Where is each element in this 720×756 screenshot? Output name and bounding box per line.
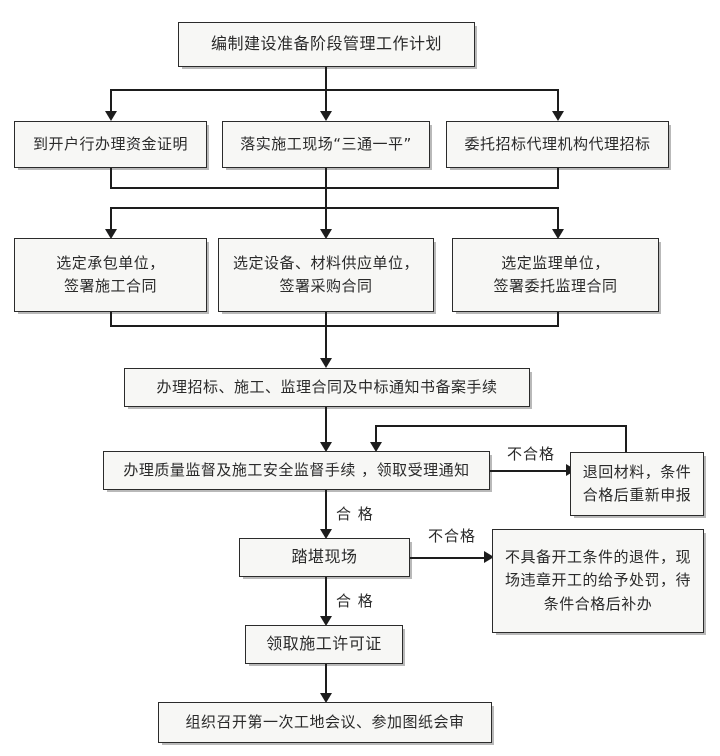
node-supplier-label-line1: 选定设备、材料供应单位，: [232, 253, 419, 272]
arrowhead-to-penalty: [484, 551, 494, 563]
arrowhead-to-permit: [320, 616, 332, 626]
arrowhead-to-supplier: [320, 229, 332, 239]
edge-label-pass-survey: 合 格: [336, 592, 374, 610]
edge-agent-down: [557, 168, 559, 188]
node-site-label: 落实施工现场“三通一平”: [240, 134, 412, 153]
node-filing[interactable]: 办理招标、施工、监理合同及中标通知书备案手续: [124, 368, 530, 407]
node-contractor-label-line1: 选定承包单位，: [56, 253, 165, 272]
node-supplier-label-line2: 签署采购合同: [279, 277, 373, 295]
edge-to-supervisor: [557, 207, 559, 233]
node-agent[interactable]: 委托招标代理机构代理招标: [446, 121, 669, 168]
node-permit-label: 领取施工许可证: [266, 634, 382, 654]
edge-label-fail-survey: 不合格: [428, 527, 477, 545]
node-penalty-label-line3: 条件合格后补办: [543, 594, 653, 613]
node-fund-label: 到开户行办理资金证明: [32, 134, 188, 153]
edge-quality-to-reject: [490, 470, 570, 472]
node-plan[interactable]: 编制建设准备阶段管理工作计划: [178, 22, 475, 67]
node-reject-label-line2: 合格后重新申报: [582, 486, 692, 504]
arrowhead-to-quality: [320, 442, 332, 452]
edge-permit-to-meeting: [325, 664, 327, 696]
edge-supervisor-down: [557, 312, 559, 326]
arrowhead-to-meeting: [320, 693, 332, 703]
node-meeting[interactable]: 组织召开第一次工地会议、参加图纸会审: [158, 702, 492, 743]
node-supplier[interactable]: 选定设备、材料供应单位， 签署采购合同: [218, 238, 434, 312]
edge-quality-to-survey: [325, 490, 327, 532]
node-filing-label: 办理招标、施工、监理合同及中标通知书备案手续: [156, 377, 498, 396]
node-contractor-label-line2: 签署施工合同: [63, 277, 157, 295]
edge-label-fail-quality: 不合格: [507, 445, 556, 463]
node-agent-label: 委托招标代理机构代理招标: [464, 134, 651, 153]
edge-merge-bar-row2: [110, 187, 559, 189]
edge-filing-to-quality: [325, 407, 327, 445]
edge-merge-to-filing: [325, 312, 327, 361]
edge-plan-down: [325, 67, 327, 90]
arrowhead-reject-into-quality: [370, 442, 382, 452]
node-survey[interactable]: 踏堪现场: [239, 538, 410, 577]
arrowhead-to-filing: [320, 358, 332, 368]
node-supervisor-label-line1: 选定监理单位，: [501, 253, 610, 272]
node-supervisor[interactable]: 选定监理单位， 签署委托监理合同: [452, 238, 659, 312]
edge-split-bar-row2: [110, 89, 558, 91]
edge-to-site: [325, 89, 327, 115]
edge-label-pass-quality: 合 格: [336, 505, 374, 523]
edge-reject-into-quality: [375, 425, 377, 445]
node-permit[interactable]: 领取施工许可证: [245, 625, 403, 664]
node-quality-label: 办理质量监督及施工安全监督手续 ，领取受理通知: [123, 460, 470, 479]
node-meeting-label: 组织召开第一次工地会议、参加图纸会审: [185, 712, 465, 731]
node-site[interactable]: 落实施工现场“三通一平”: [222, 121, 430, 168]
arrowhead-to-survey: [320, 529, 332, 539]
node-supervisor-label-line2: 签署委托监理合同: [493, 277, 618, 295]
node-reject[interactable]: 退回材料，条件 合格后重新申报: [570, 452, 704, 516]
node-survey-label: 踏堪现场: [291, 547, 358, 567]
node-penalty-label-line1: 不具备开工条件的退件，现: [504, 548, 691, 567]
edge-to-agent: [557, 89, 559, 115]
edge-to-contractor: [110, 207, 112, 233]
edge-fund-down: [110, 168, 112, 188]
arrowhead-to-supervisor: [552, 229, 564, 239]
arrowhead-to-contractor: [105, 229, 117, 239]
edge-contractor-down: [110, 312, 112, 326]
node-penalty-label-line2: 场违章开工的给予处罚，待: [504, 571, 691, 590]
arrowhead-to-site: [320, 111, 332, 121]
node-fund[interactable]: 到开户行办理资金证明: [14, 121, 207, 168]
arrowhead-to-agent: [552, 111, 564, 121]
node-plan-label: 编制建设准备阶段管理工作计划: [210, 34, 442, 54]
node-penalty[interactable]: 不具备开工条件的退件，现 场违章开工的给予处罚，待 条件合格后补办: [492, 529, 704, 633]
arrowhead-to-fund: [105, 111, 117, 121]
edge-to-supplier: [325, 207, 327, 233]
edge-to-fund: [110, 89, 112, 115]
node-contractor[interactable]: 选定承包单位， 签署施工合同: [14, 238, 207, 312]
edge-reject-up: [625, 425, 627, 452]
node-reject-label-line1: 退回材料，条件: [582, 462, 692, 481]
edge-reject-back-bar: [375, 425, 627, 427]
edge-survey-to-penalty: [410, 557, 488, 559]
edge-split-bar-row3: [110, 207, 559, 209]
edge-survey-to-permit: [325, 577, 327, 619]
edge-merge-bar-row3: [110, 325, 559, 327]
node-quality[interactable]: 办理质量监督及施工安全监督手续 ，领取受理通知: [103, 451, 490, 490]
